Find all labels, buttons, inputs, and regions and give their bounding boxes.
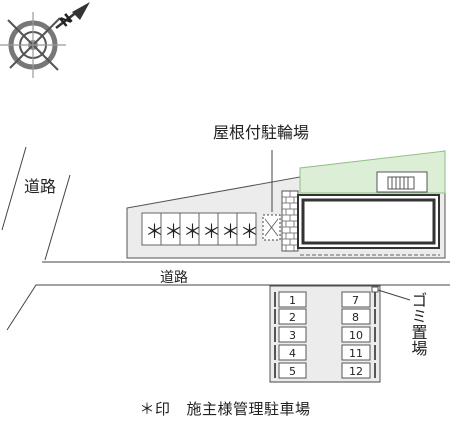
road-edge-south (6, 284, 450, 331)
parking-space-number: 2 (289, 311, 296, 324)
road-edge-west (1, 146, 27, 231)
parking-space-number: 3 (289, 329, 296, 342)
owner-space-mark: ＊ (221, 221, 240, 243)
parking-column-left (278, 291, 307, 379)
owner-space-mark: ＊ (183, 221, 202, 243)
road-label-west: 道路 (24, 177, 56, 196)
building (301, 198, 436, 245)
legend-text: 施主様管理駐車場 (186, 400, 311, 418)
owner-space-mark: ＊ (202, 221, 221, 243)
parking-space-number: 7 (352, 294, 359, 307)
compass-icon (0, 2, 90, 78)
owner-parking-row (141, 212, 257, 246)
legend-mark: ＊印 (139, 400, 171, 418)
parking-space-number: 11 (349, 347, 363, 360)
owner-space-mark: ＊ (240, 221, 259, 243)
owner-space-mark: ＊ (145, 221, 164, 243)
parking-space-number: 8 (352, 311, 359, 324)
legend: ＊印施主様管理駐車場 (0, 398, 450, 419)
road-label-middle: 道路 (160, 270, 188, 286)
parking-space-number: 4 (289, 347, 296, 360)
owner-space-mark: ＊ (164, 221, 183, 243)
garbage-area-label: ゴミ置場 (409, 292, 428, 357)
road-edge-west-2 (44, 174, 71, 261)
garbage-area (371, 286, 379, 293)
parking-space-number: 12 (349, 365, 363, 378)
parking-column-right (341, 291, 371, 379)
parking-space-number: 5 (289, 365, 296, 378)
garbage-area-leader (377, 289, 411, 301)
bicycle-parking-label: 屋根付駐輪場 (213, 123, 309, 142)
parking-space-number: 1 (289, 294, 296, 307)
parking-space-number: 10 (349, 329, 363, 342)
